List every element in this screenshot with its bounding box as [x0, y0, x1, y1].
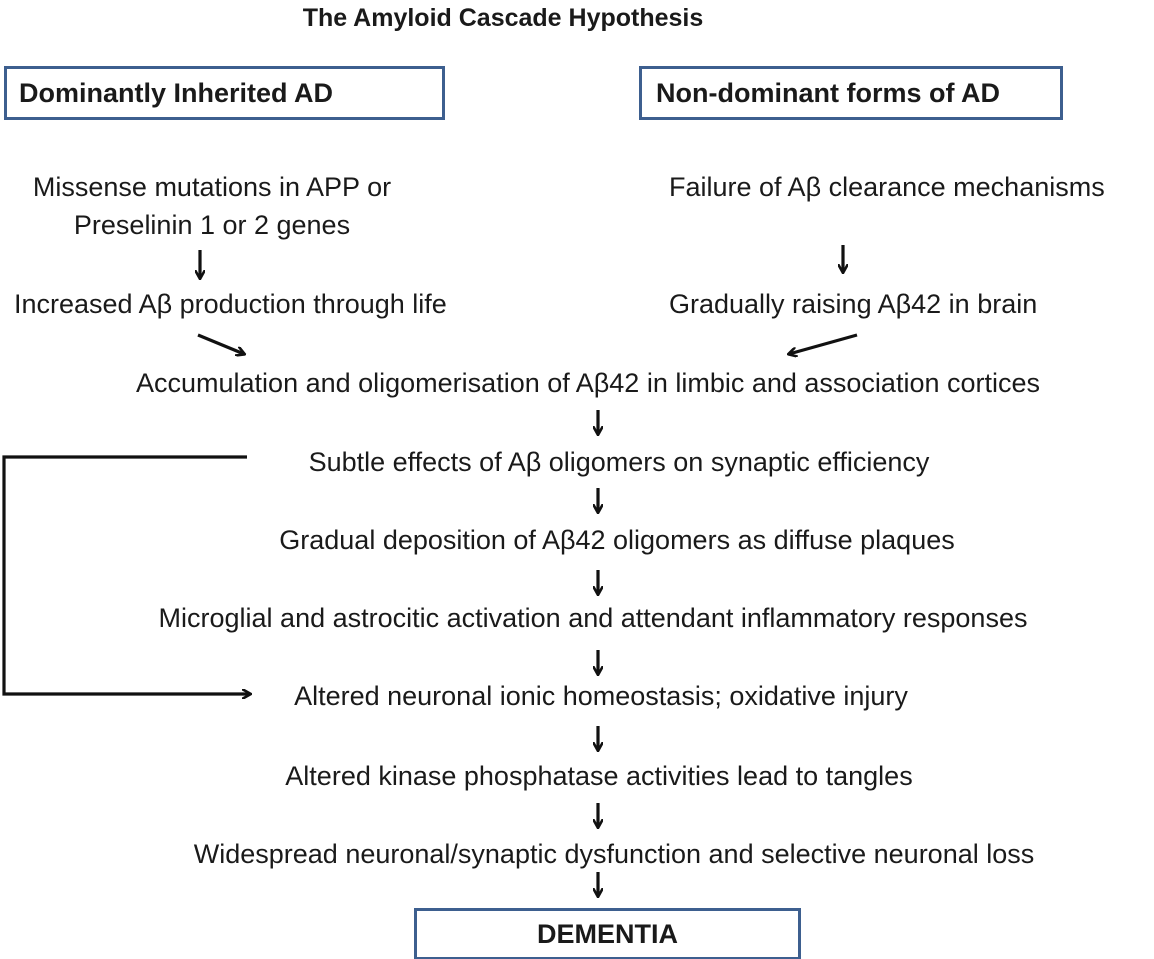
cascade-step-5: Altered neuronal ionic homeostasis; oxid… [294, 681, 908, 711]
left-branch-step: Increased Aβ production through life [14, 289, 447, 319]
right-branch-cause: Failure of Aβ clearance mechanisms [669, 172, 1105, 202]
cascade-step-3: Gradual deposition of Aβ42 oligomers as … [279, 525, 955, 555]
cascade-step-7: Widespread neuronal/synaptic dysfunction… [193, 839, 1035, 869]
cascade-step-2: Subtle effects of Aβ oligomers on synapt… [308, 447, 930, 477]
non-dominant-label: Non-dominant forms of AD [656, 77, 1000, 108]
arrow-right-diagonal [789, 333, 858, 354]
arrow-left-diagonal [197, 333, 244, 354]
dementia-box: DEMENTIA [414, 908, 801, 959]
cascade-step-1: Accumulation and oligomerisation of Aβ42… [136, 368, 1040, 398]
cascade-step-4: Microglial and astrocitic activation and… [158, 603, 1028, 633]
non-dominant-box: Non-dominant forms of AD [639, 66, 1063, 120]
diagram-title: The Amyloid Cascade Hypothesis [302, 4, 704, 32]
left-branch-cause-line1: Missense mutations in APP or [32, 172, 392, 202]
left-branch-cause-line2: Preselinin 1 or 2 genes [73, 210, 351, 240]
cascade-step-6: Altered kinase phosphatase activities le… [285, 761, 913, 791]
dementia-label: DEMENTIA [537, 918, 678, 949]
dominantly-inherited-label: Dominantly Inherited AD [19, 77, 334, 108]
left-branch-cause: Missense mutations in APP or Preselinin … [14, 171, 410, 241]
dominantly-inherited-box: Dominantly Inherited AD [4, 66, 445, 120]
right-branch-step: Gradually raising Aβ42 in brain [669, 289, 1038, 319]
feedback-loop-arrow [2, 455, 250, 694]
